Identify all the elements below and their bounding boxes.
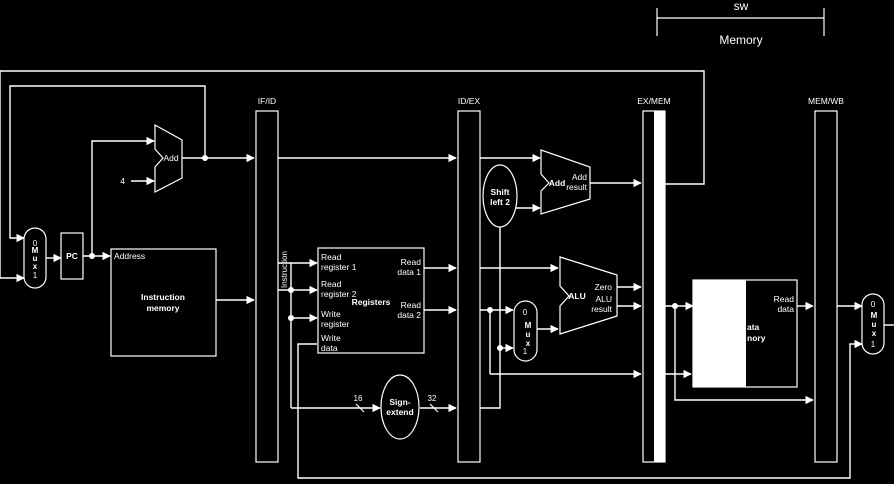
pipeline-register-mem-wb: MEM/WB bbox=[808, 96, 844, 463]
instruction-label: sw bbox=[734, 0, 749, 13]
svg-text:register 2: register 2 bbox=[321, 289, 357, 299]
svg-text:Shift: Shift bbox=[491, 187, 510, 197]
svg-text:u: u bbox=[872, 320, 877, 329]
ex-stage-wires bbox=[480, 153, 642, 409]
instruction-label: Instruction bbox=[280, 251, 289, 288]
svg-text:Read: Read bbox=[401, 300, 422, 310]
data-memory: Read data ata nory bbox=[692, 279, 798, 388]
pipeline-register-id-ex: ID/EX bbox=[457, 96, 481, 463]
svg-text:x: x bbox=[872, 329, 877, 338]
svg-text:register 1: register 1 bbox=[321, 262, 357, 272]
if-id-label: IF/ID bbox=[258, 96, 276, 106]
register-file: Read register 1 Read register 2 Write re… bbox=[317, 247, 425, 354]
svg-text:M: M bbox=[871, 311, 878, 320]
svg-text:1: 1 bbox=[871, 340, 876, 349]
svg-text:ALU: ALU bbox=[595, 294, 612, 304]
id-ex-label: ID/EX bbox=[458, 96, 481, 106]
svg-text:u: u bbox=[33, 254, 38, 263]
ex-mem-label: EX/MEM bbox=[637, 96, 671, 106]
mem-wb-stage-wires bbox=[665, 301, 894, 405]
svg-text:Sign-: Sign- bbox=[389, 397, 410, 407]
svg-text:Write: Write bbox=[321, 309, 341, 319]
svg-text:0: 0 bbox=[871, 300, 876, 309]
branch-adder: Add Add result bbox=[540, 149, 591, 215]
svg-text:left 2: left 2 bbox=[490, 197, 510, 207]
pc-label: PC bbox=[66, 251, 78, 261]
svg-text:Read: Read bbox=[321, 252, 342, 262]
svg-text:0: 0 bbox=[33, 239, 38, 248]
shift-left-2: Shift left 2 bbox=[482, 164, 518, 228]
svg-text:data 1: data 1 bbox=[397, 267, 421, 277]
stage-indicator: sw Memory bbox=[656, 0, 825, 47]
svg-text:1: 1 bbox=[33, 271, 38, 280]
svg-text:extend: extend bbox=[386, 407, 413, 417]
alu-label: ALU bbox=[568, 291, 585, 301]
pc-adder-label: Add bbox=[163, 153, 178, 163]
alu-zero-label: Zero bbox=[595, 282, 613, 292]
svg-text:Read: Read bbox=[321, 279, 342, 289]
svg-text:data 2: data 2 bbox=[397, 310, 421, 320]
if-stage-wires bbox=[0, 70, 705, 305]
svg-text:x: x bbox=[33, 262, 38, 271]
svg-text:x: x bbox=[526, 339, 531, 348]
svg-text:Read: Read bbox=[401, 257, 422, 267]
svg-text:Read: Read bbox=[774, 294, 795, 304]
svg-text:Add: Add bbox=[572, 172, 587, 182]
pipeline-register-if-id: IF/ID bbox=[255, 96, 279, 463]
svg-text:memory: memory bbox=[146, 303, 179, 313]
pc-mux: 0 M u x 1 bbox=[23, 227, 47, 289]
branch-adder-label: Add bbox=[549, 178, 566, 188]
pc-adder: Add 4 bbox=[120, 123, 183, 193]
ex-mem-highlight bbox=[654, 111, 665, 462]
mem-wb-label: MEM/WB bbox=[808, 96, 844, 106]
id-stage-wires bbox=[278, 153, 863, 479]
sign-extend-output-width: 32 bbox=[428, 394, 437, 403]
alu: ALU Zero ALU result bbox=[559, 256, 618, 335]
data-memory-title-fragment-2: nory bbox=[747, 333, 766, 343]
data-memory-title-fragment-1: ata bbox=[747, 322, 760, 332]
registers-title: Registers bbox=[352, 297, 391, 307]
pipeline-register-ex-mem: EX/MEM bbox=[637, 96, 671, 463]
svg-text:M: M bbox=[525, 321, 532, 330]
svg-text:result: result bbox=[566, 182, 587, 192]
svg-text:register: register bbox=[321, 319, 350, 329]
svg-text:data: data bbox=[777, 304, 794, 314]
svg-text:result: result bbox=[591, 304, 612, 314]
sign-extend: Sign- extend 16 32 bbox=[354, 374, 437, 440]
pc-register: PC bbox=[60, 232, 84, 280]
svg-text:Write: Write bbox=[321, 333, 341, 343]
instruction-memory: Address Instruction memory bbox=[110, 248, 217, 357]
svg-text:M: M bbox=[32, 246, 39, 255]
constant-four: 4 bbox=[120, 176, 125, 186]
svg-text:0: 0 bbox=[523, 308, 528, 317]
address-label: Address bbox=[114, 251, 145, 261]
svg-text:u: u bbox=[526, 330, 531, 339]
sign-extend-input-width: 16 bbox=[354, 394, 363, 403]
svg-text:Instruction: Instruction bbox=[141, 292, 185, 302]
svg-text:1: 1 bbox=[523, 347, 528, 356]
wb-mux: 0 M u x 1 bbox=[861, 293, 885, 355]
data-memory-highlight bbox=[693, 280, 746, 387]
svg-text:data: data bbox=[321, 343, 338, 353]
alu-src-mux: 0 M u x 1 bbox=[513, 300, 538, 362]
stage-label: Memory bbox=[719, 33, 762, 47]
